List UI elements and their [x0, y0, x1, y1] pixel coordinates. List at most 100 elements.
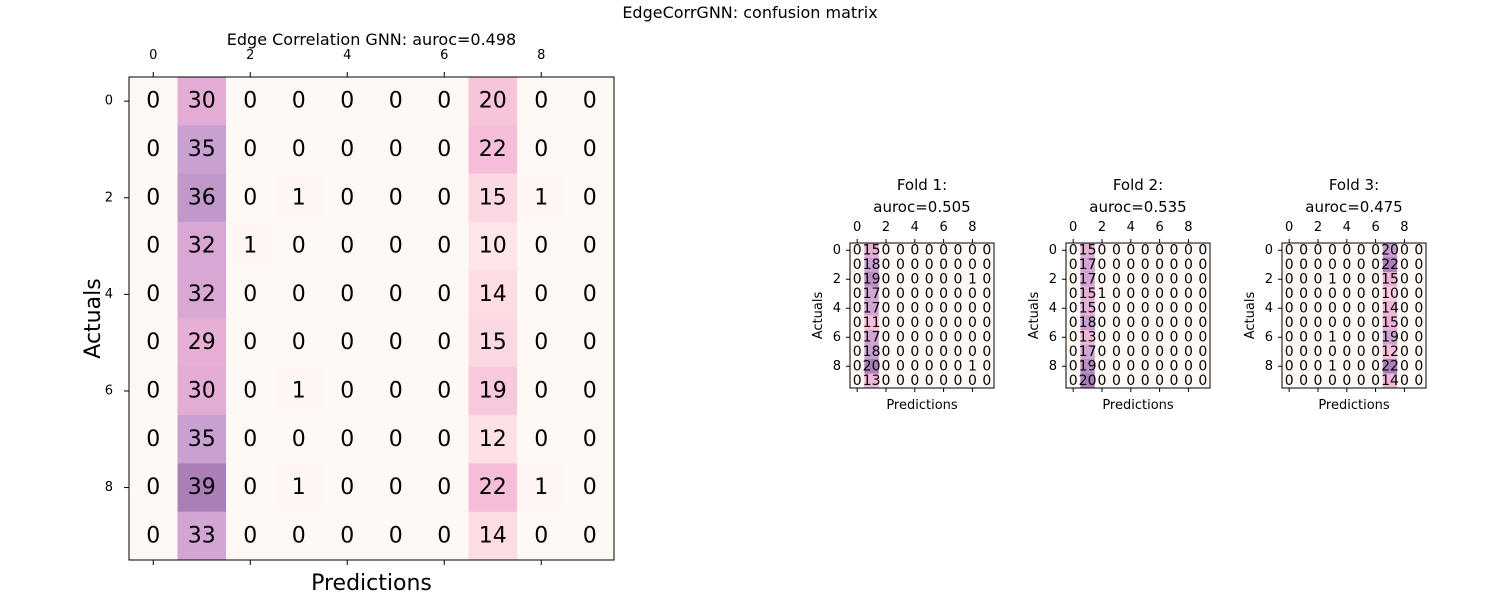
- heatmap-cell: [565, 463, 615, 512]
- heatmap-cell-value: 0: [1170, 271, 1179, 287]
- heatmap-cell: [1310, 286, 1326, 302]
- x-tick-label: 0: [1285, 220, 1293, 235]
- heatmap-cell-value: 0: [1170, 329, 1179, 345]
- x-tick-label: 2: [246, 48, 254, 63]
- heatmap-cell: [893, 243, 908, 258]
- heatmap-cell-value: 12: [1381, 344, 1399, 360]
- heatmap-title: auroc=0.475: [1305, 198, 1402, 216]
- heatmap-cell-value: 0: [389, 330, 403, 355]
- x-tick-label: 8: [968, 220, 976, 235]
- heatmap-cell: [1296, 373, 1312, 389]
- heatmap-cell-value: 0: [853, 315, 862, 331]
- heatmap-cell: [1123, 286, 1139, 302]
- heatmap-cell: [878, 373, 894, 389]
- heatmap-cell: [1109, 243, 1124, 258]
- y-tick-label: 8: [833, 359, 841, 374]
- heatmap-cell: [1195, 272, 1211, 287]
- y-tick-label: 2: [1049, 272, 1057, 287]
- heatmap-cell-value: 0: [853, 344, 862, 360]
- heatmap-cell: [517, 366, 566, 416]
- heatmap-cell-value: 0: [982, 242, 991, 258]
- heatmap-cell: [1354, 330, 1369, 345]
- heatmap-cell: [1368, 272, 1384, 287]
- heatmap-cell-value: 0: [1400, 286, 1409, 302]
- heatmap-cell-value: 0: [437, 427, 451, 452]
- heatmap-cell-value: 0: [1414, 286, 1423, 302]
- heatmap-cell-value: 0: [534, 427, 548, 452]
- heatmap-cell: [1138, 330, 1153, 345]
- heatmap-cell: [1152, 272, 1168, 287]
- heatmap-cell-value: 0: [1098, 315, 1107, 331]
- heatmap-cell-value: 0: [1198, 373, 1207, 389]
- heatmap-cell-value: 0: [1314, 286, 1323, 302]
- heatmap-cell-value: 1: [243, 234, 257, 259]
- x-tick-label: 4: [1127, 220, 1135, 235]
- heatmap-cell-value: 0: [925, 300, 934, 316]
- heatmap-cell-value: 0: [982, 271, 991, 287]
- heatmap-cell: [864, 272, 880, 287]
- heatmap-cell: [420, 125, 469, 174]
- heatmap-cell: [1368, 359, 1384, 374]
- heatmap-cell: [1080, 272, 1096, 287]
- heatmap-cell-value: 0: [1126, 300, 1135, 316]
- heatmap-cell: [129, 366, 178, 416]
- heatmap-cell-value: 0: [1299, 329, 1308, 345]
- heatmap-cell-value: 0: [1342, 315, 1351, 331]
- heatmap-cell-value: 0: [534, 137, 548, 162]
- heatmap-cell-value: 0: [1357, 271, 1366, 287]
- heatmap-cell-value: 18: [863, 344, 881, 360]
- heatmap-title: Edge Correlation GNN: auroc=0.498: [227, 30, 516, 49]
- heatmap-cell-value: 0: [1414, 242, 1423, 258]
- heatmap-cell: [1109, 315, 1124, 331]
- heatmap-cell: [1123, 272, 1139, 287]
- heatmap-cell: [323, 511, 372, 561]
- heatmap-cell-value: 0: [954, 300, 963, 316]
- heatmap-cell: [226, 270, 275, 319]
- heatmap-cell-value: 0: [437, 282, 451, 307]
- heatmap-cell-value: 0: [1328, 257, 1337, 273]
- heatmap-cell-value: 0: [389, 185, 403, 210]
- heatmap-cell: [1296, 344, 1312, 360]
- heatmap-cell: [1382, 243, 1398, 258]
- heatmap-cell: [1382, 301, 1398, 316]
- heatmap-cell-value: 0: [1314, 242, 1323, 258]
- heatmap-cell: [1282, 373, 1297, 389]
- heatmap-cell-value: 0: [939, 315, 948, 331]
- heatmap-cell-value: 0: [896, 286, 905, 302]
- heatmap-cell: [1109, 301, 1124, 316]
- heatmap-cell-value: 0: [910, 373, 919, 389]
- heatmap-cell: [1368, 373, 1384, 389]
- heatmap-cell: [878, 344, 894, 360]
- heatmap-cell: [878, 315, 894, 331]
- heatmap-cell: [1368, 344, 1384, 360]
- heatmap-cell: [1123, 243, 1139, 258]
- y-tick-label: 4: [1049, 301, 1057, 316]
- heatmap-cell-value: 0: [1170, 242, 1179, 258]
- x-tick-label: 6: [939, 220, 947, 235]
- heatmap-cell-value: 0: [1155, 315, 1164, 331]
- heatmap-cell: [468, 77, 518, 126]
- heatmap-cell-value: 0: [968, 257, 977, 273]
- heatmap-cell-value: 0: [939, 271, 948, 287]
- heatmap-cell-value: 0: [243, 137, 257, 162]
- heatmap-cell-value: 0: [925, 286, 934, 302]
- heatmap-cell: [1166, 286, 1182, 302]
- heatmap-cell: [1368, 257, 1384, 273]
- heatmap-cell-value: 1: [968, 271, 977, 287]
- heatmap-cell-value: 0: [1371, 344, 1380, 360]
- heatmap-cell-value: 0: [243, 523, 257, 548]
- heatmap-cell: [864, 286, 880, 302]
- heatmap-cell-value: 0: [340, 137, 354, 162]
- heatmap-cell: [177, 463, 227, 512]
- heatmap-cell-value: 0: [437, 475, 451, 500]
- heatmap-cell-value: 0: [1371, 300, 1380, 316]
- heatmap-cell-value: 0: [1112, 271, 1121, 287]
- heatmap-cell-value: 1: [534, 185, 548, 210]
- heatmap-cell-value: 0: [1170, 286, 1179, 302]
- heatmap-cell: [1296, 315, 1312, 331]
- heatmap-cell-value: 0: [1299, 373, 1308, 389]
- heatmap-cell: [965, 315, 980, 331]
- heatmap-cell-value: 0: [1198, 344, 1207, 360]
- heatmap-cell: [1325, 373, 1340, 389]
